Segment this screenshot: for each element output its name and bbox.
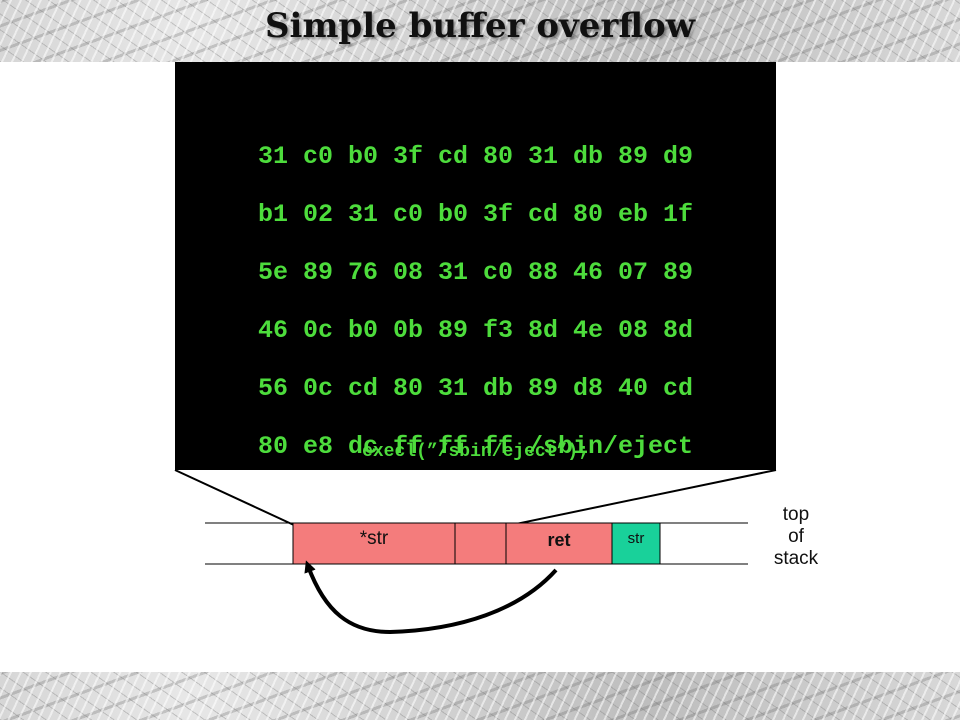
shellcode-caption: execl(”/sbin/eject”); — [362, 442, 589, 462]
shellcode-line: b1 02 31 c0 b0 3f cd 80 eb 1f — [257, 200, 694, 229]
shellcode-line: 56 0c cd 80 31 db 89 d8 40 cd — [257, 374, 694, 403]
shellcode-line: 31 c0 b0 3f cd 80 31 db 89 d9 — [257, 142, 694, 171]
saved-frame-cell — [454, 522, 507, 565]
ret-cell — [505, 522, 613, 565]
shellcode-line: 80 e8 dc ff ff ff /sbin/eject — [257, 432, 694, 461]
marble-border-bottom — [0, 672, 960, 720]
top-of-stack-word: stack — [773, 548, 819, 569]
top-of-stack-word: top — [782, 504, 810, 525]
zoom-line-left — [174, 469, 297, 527]
shellcode-line: 5e 89 76 08 31 c0 88 46 07 89 — [257, 258, 694, 287]
shellcode-line: 46 0c b0 0b 89 f3 8d 4e 08 8d — [257, 316, 694, 345]
return-address-arrow — [304, 560, 558, 635]
slide-title: Simple buffer overflow — [264, 6, 696, 46]
str-label: str — [627, 530, 645, 547]
buffer-cell — [292, 522, 456, 565]
str-cell — [611, 522, 661, 565]
marble-border-top — [0, 0, 960, 62]
top-of-stack-word: of — [788, 526, 804, 547]
ret-label: ret — [547, 530, 571, 550]
top-of-stack-label: top of stack — [756, 504, 836, 570]
buffer-label: *str — [359, 528, 389, 549]
zoom-line-right — [505, 469, 777, 527]
shellcode-box: 31 c0 b0 3f cd 80 31 db 89 d9 b1 02 31 c… — [175, 62, 776, 470]
